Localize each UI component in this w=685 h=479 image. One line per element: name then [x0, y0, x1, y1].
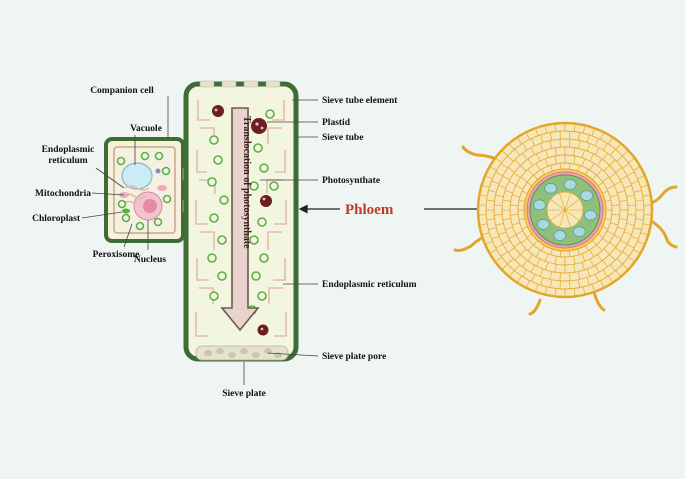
sieve-tube-element-label: Sieve tube element — [322, 96, 398, 106]
phloem-bundle — [553, 230, 567, 241]
mitochondria-label: Mitochondria — [35, 189, 91, 199]
translocation-label: Translocation of photosynthate — [241, 116, 252, 249]
sieve-plate-label: Sieve plate — [222, 389, 266, 399]
phloem-bundle — [584, 209, 597, 221]
photosynthate-label: Photosynthate — [322, 176, 380, 186]
nucleus-label: Nucleus — [134, 255, 167, 265]
sieve-plate-shape — [195, 345, 289, 361]
leader-lines — [81, 96, 319, 385]
companion-cell-label: Companion cell — [90, 86, 154, 96]
root-cross-section — [453, 121, 678, 316]
vacuole-shape — [121, 162, 153, 190]
phloem-bundle — [580, 190, 594, 202]
sieve-tube: Translocation of photosynthate — [183, 80, 299, 362]
peroxisome-label: Peroxisome — [93, 250, 140, 260]
sieve-plate-pore-label: Sieve plate pore — [322, 352, 386, 362]
phloem-bundle — [544, 182, 558, 194]
phloem-bundle — [533, 199, 546, 211]
nucleus-shape — [133, 191, 163, 221]
endoplasmic-reticulum-left-label-2: reticulum — [48, 156, 87, 166]
phloem-bundle — [563, 179, 577, 190]
plastid-shapes — [212, 105, 272, 336]
phloem-bundles — [533, 179, 597, 241]
vacuole-label: Vacuole — [130, 124, 162, 134]
sieve-tube-label: Sieve tube — [322, 133, 363, 143]
endoplasmic-reticulum-right-label: Endoplasmic reticulum — [322, 280, 417, 290]
chloroplast-label: Chloroplast — [32, 214, 81, 224]
endoplasmic-reticulum-left-label-1: Endoplasmic — [42, 145, 95, 155]
phloem-label: Phloem — [345, 202, 394, 218]
phloem-bundle — [536, 218, 550, 230]
companion-cell — [104, 137, 196, 243]
phloem-bundle — [572, 226, 586, 238]
plastid-label: Plastid — [322, 118, 351, 128]
